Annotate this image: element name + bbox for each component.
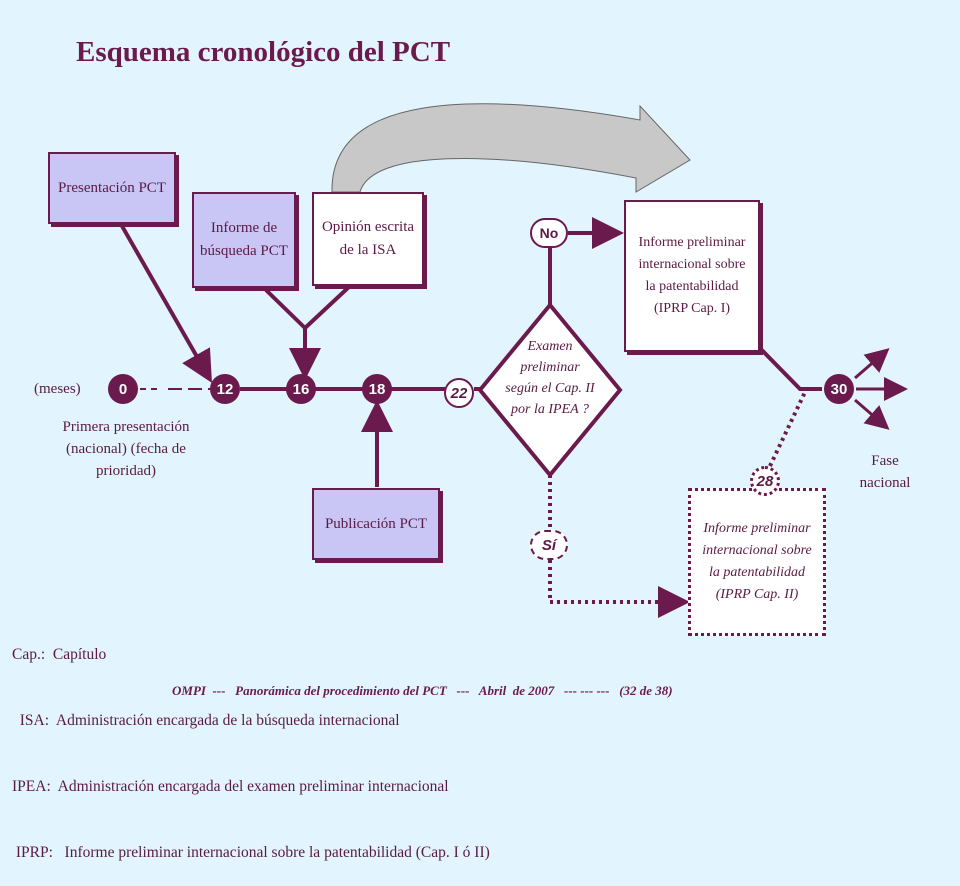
footer: OMPI --- Panorámica del procedimiento de… (172, 683, 673, 698)
opinion-box: Opinión escrita de la ISA (312, 192, 424, 286)
iprp-cap1-box: Informe preliminar internacional sobre l… (624, 200, 760, 352)
month-12: 12 (210, 374, 240, 404)
legend-line: ISA: Administración encargada de la búsq… (12, 712, 400, 729)
month-0: 0 (108, 374, 138, 404)
curved-arrow (331, 103, 691, 193)
abbreviation-legend: Cap.: Capítulo ISA: Administración encar… (12, 600, 490, 886)
iprp-cap2-label: Informe preliminar internacional sobre l… (702, 521, 812, 602)
publicacion-box: Publicación PCT (312, 488, 440, 560)
legend-line: IPEA: Administración encargada del exame… (12, 778, 449, 795)
month-28: 28 (750, 466, 780, 496)
publicacion-label: Publicación PCT (324, 515, 428, 532)
node-si: Sí (530, 530, 568, 560)
fase-nacional: Fase nacional (859, 453, 911, 491)
iprp-cap2-box: Informe preliminar internacional sobre l… (688, 488, 826, 636)
decision-question: Examen preliminar según el Cap. II por l… (505, 339, 595, 417)
node-no: No (530, 218, 568, 248)
primera-presentacion: Primera presentación (nacional) (fecha d… (62, 419, 190, 479)
timeline-diagram (120, 103, 908, 618)
presentacion-label: Presentación PCT (58, 179, 166, 196)
month-18: 18 (362, 374, 392, 404)
legend-line: IPRP: Informe preliminar internacional s… (12, 844, 490, 861)
informe-busqueda-box: Informe de búsqueda PCT (192, 192, 296, 288)
legend-line: Cap.: Capítulo (12, 646, 107, 663)
units-label: (meses) (34, 381, 81, 397)
presentacion-box: Presentación PCT (48, 152, 176, 224)
month-30: 30 (824, 374, 854, 404)
informe-busqueda-label: Informe de búsqueda PCT (200, 220, 288, 259)
month-22: 22 (444, 378, 474, 408)
page-title: Esquema cronológico del PCT (76, 36, 451, 68)
month-16: 16 (286, 374, 316, 404)
opinion-label: Opinión escrita de la ISA (321, 219, 415, 258)
iprp-cap1-label: Informe preliminar internacional sobre l… (638, 235, 746, 316)
